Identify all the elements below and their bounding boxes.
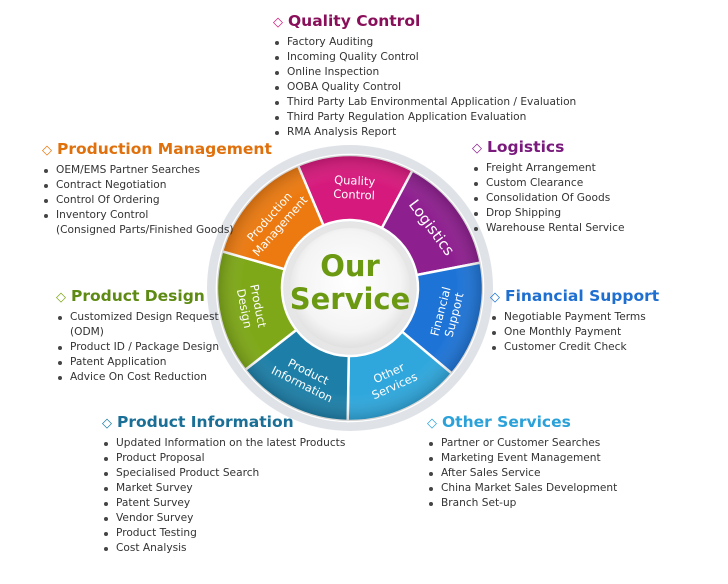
section-title: ◇ Other Services (427, 413, 617, 433)
diamond-icon: ◇ (56, 290, 66, 305)
list-item: OOBA Quality Control (273, 80, 576, 95)
list-item: China Market Sales Development (427, 481, 617, 496)
diamond-icon: ◇ (102, 416, 112, 431)
list-item: Incoming Quality Control (273, 50, 576, 65)
center-title-line1: Our (320, 249, 380, 283)
diamond-icon: ◇ (273, 15, 283, 30)
list-item: Negotiable Payment Terms (490, 310, 659, 325)
list-item-continuation: (ODM) (70, 326, 104, 338)
list-item: Inventory Control (42, 208, 272, 223)
list-item: Market Survey (102, 481, 345, 496)
list-item: One Monthly Payment (490, 325, 659, 340)
section-title: ◇ Quality Control (273, 12, 576, 32)
section-title: ◇ Product Design (56, 287, 219, 307)
list-item: Updated Information on the latest Produc… (102, 436, 345, 451)
list-item: Patent Application (56, 355, 219, 370)
list-item: Third Party Lab Environmental Applicatio… (273, 95, 576, 110)
list-item: Drop Shipping (472, 206, 624, 221)
list-item: Contract Negotiation (42, 178, 272, 193)
heading-product-information: Product Information (117, 413, 294, 431)
heading-production-management: Production Management (57, 140, 272, 158)
diamond-icon: ◇ (490, 290, 500, 305)
list-item-continuation: (Consigned Parts/Finished Goods) (56, 224, 234, 236)
list-item: Cost Analysis (102, 541, 345, 556)
list-item: Factory Auditing (273, 35, 576, 50)
list-item: Product Testing (102, 526, 345, 541)
list-item: Product ID / Package Design (56, 340, 219, 355)
segment-label-quality: QualityControl (333, 173, 376, 203)
section-other-services: ◇ Other Services Partner or Customer Sear… (427, 413, 617, 511)
list-item: Vendor Survey (102, 511, 345, 526)
section-title: ◇ Product Information (102, 413, 345, 433)
list-item: Third Party Regulation Application Evalu… (273, 110, 576, 125)
list-item: OEM/EMS Partner Searches (42, 163, 272, 178)
heading-logistics: Logistics (487, 138, 565, 156)
section-title: ◇ Production Management (42, 140, 272, 160)
list-item: RMA Analysis Report (273, 125, 576, 140)
center-title-line2: Service (290, 282, 411, 316)
list-item: Branch Set-up (427, 496, 617, 511)
list-item: Control Of Ordering (42, 193, 272, 208)
list-item: Marketing Event Management (427, 451, 617, 466)
section-title: ◇ Financial Support (490, 287, 659, 307)
list-item: Customized Design Request (56, 310, 219, 325)
list-item: After Sales Service (427, 466, 617, 481)
list-product-information: Updated Information on the latest Produc… (102, 436, 345, 556)
list-item: Patent Survey (102, 496, 345, 511)
list-item: Custom Clearance (472, 176, 624, 191)
section-product-information: ◇ Product Information Updated Information… (102, 413, 345, 556)
section-product-design: ◇ Product Design Customized Design Reques… (56, 287, 219, 385)
list-item: Warehouse Rental Service (472, 221, 624, 236)
section-production-management: ◇ Production Management OEM/EMS Partner S… (42, 140, 272, 238)
section-financial-support: ◇ Financial Support Negotiable Payment Te… (490, 287, 659, 355)
heading-other-services: Other Services (442, 413, 571, 431)
list-product-design: Customized Design Request(ODM) Product ID… (56, 310, 219, 385)
list-item: Freight Arrangement (472, 161, 624, 176)
heading-quality-control: Quality Control (288, 12, 421, 30)
list-item: Consolidation Of Goods (472, 191, 624, 206)
list-item: Advice On Cost Reduction (56, 370, 219, 385)
list-item: Customer Credit Check (490, 340, 659, 355)
list-item: Partner or Customer Searches (427, 436, 617, 451)
section-title: ◇ Logistics (472, 138, 624, 158)
diamond-icon: ◇ (472, 141, 482, 156)
diamond-icon: ◇ (427, 416, 437, 431)
list-item: Specialised Product Search (102, 466, 345, 481)
list-item: Product Proposal (102, 451, 345, 466)
list-item: Online Inspection (273, 65, 576, 80)
heading-financial-support: Financial Support (505, 287, 660, 305)
heading-product-design: Product Design (71, 287, 205, 305)
center-hub (290, 228, 410, 348)
diamond-icon: ◇ (42, 143, 52, 158)
